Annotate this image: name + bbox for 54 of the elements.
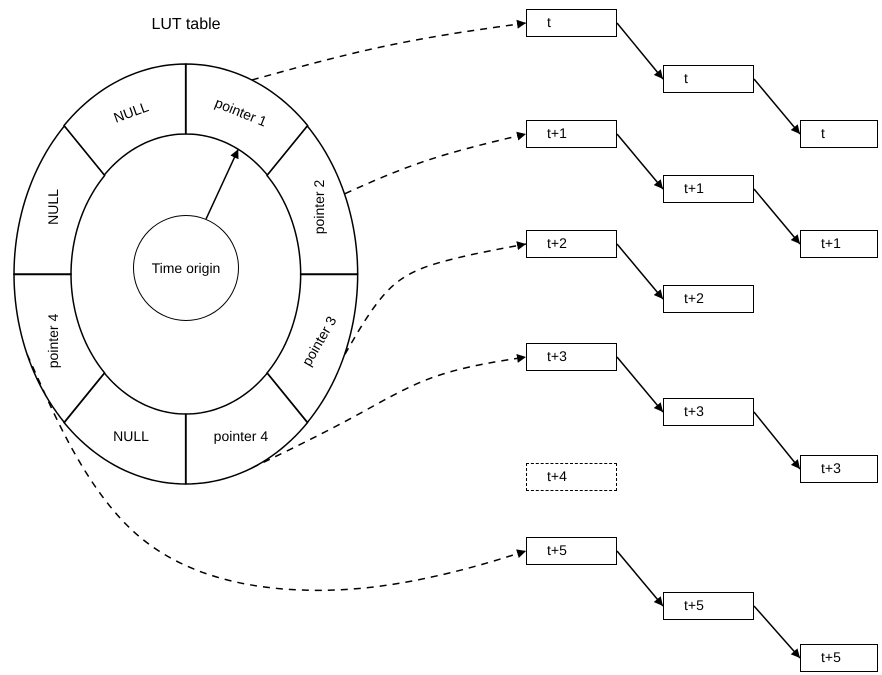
list-box: [800, 455, 878, 483]
arrow: [616, 244, 664, 300]
list-box: [663, 398, 754, 426]
segment-label: NULL: [112, 100, 150, 125]
dashed-arrow: [26, 354, 526, 592]
segment-label: NULL: [46, 189, 60, 225]
arrow: [753, 78, 801, 134]
list-box: [800, 230, 878, 258]
dashed-arrow: [344, 241, 526, 355]
arrow: [616, 356, 664, 412]
node-label: t+5: [821, 650, 841, 666]
arrow: [616, 134, 664, 190]
node-label: t+1: [821, 236, 841, 252]
node-label: t+3: [821, 461, 841, 477]
diagram-heading: LUT table: [151, 16, 221, 34]
node-label: t+3: [684, 404, 704, 420]
dashed-arrow: [344, 132, 526, 194]
node-label: t+4: [547, 469, 567, 485]
list-box: [800, 644, 878, 672]
segment-label: pointer 2: [312, 180, 326, 234]
node-label: t: [821, 126, 825, 142]
node-label: t+5: [547, 543, 567, 559]
segment-label: pointer 4: [214, 428, 268, 443]
node-label: t+1: [684, 181, 704, 197]
arrow: [616, 550, 664, 606]
arrow: [753, 606, 801, 658]
node-label: t+2: [547, 236, 567, 252]
node-label: t+5: [684, 598, 704, 614]
time-origin-circle: [133, 215, 239, 321]
segment-label: pointer 1: [213, 96, 269, 129]
node-label: t: [684, 71, 688, 87]
node-label: Time origin: [152, 260, 220, 276]
list-box: [526, 537, 617, 565]
list-box: [526, 230, 617, 258]
list-box: [800, 120, 878, 148]
arrow: [753, 412, 801, 470]
arrow: [616, 22, 664, 80]
node-label: t+2: [684, 291, 704, 307]
list-box: [526, 9, 617, 37]
list-box: [663, 65, 754, 93]
node-label: t+3: [547, 349, 567, 365]
list-box: [526, 463, 617, 491]
segment-label: NULL: [113, 428, 149, 443]
node-label: t: [547, 15, 551, 31]
arrow: [205, 148, 239, 220]
list-box: [663, 592, 754, 620]
list-box: [663, 175, 754, 203]
arrow: [753, 188, 801, 244]
list-box: [526, 343, 617, 371]
node-label: t+1: [547, 126, 567, 142]
list-box: [663, 285, 754, 313]
list-box: [526, 120, 617, 148]
segment-label: pointer 4: [46, 314, 60, 368]
dashed-arrow: [252, 20, 526, 81]
